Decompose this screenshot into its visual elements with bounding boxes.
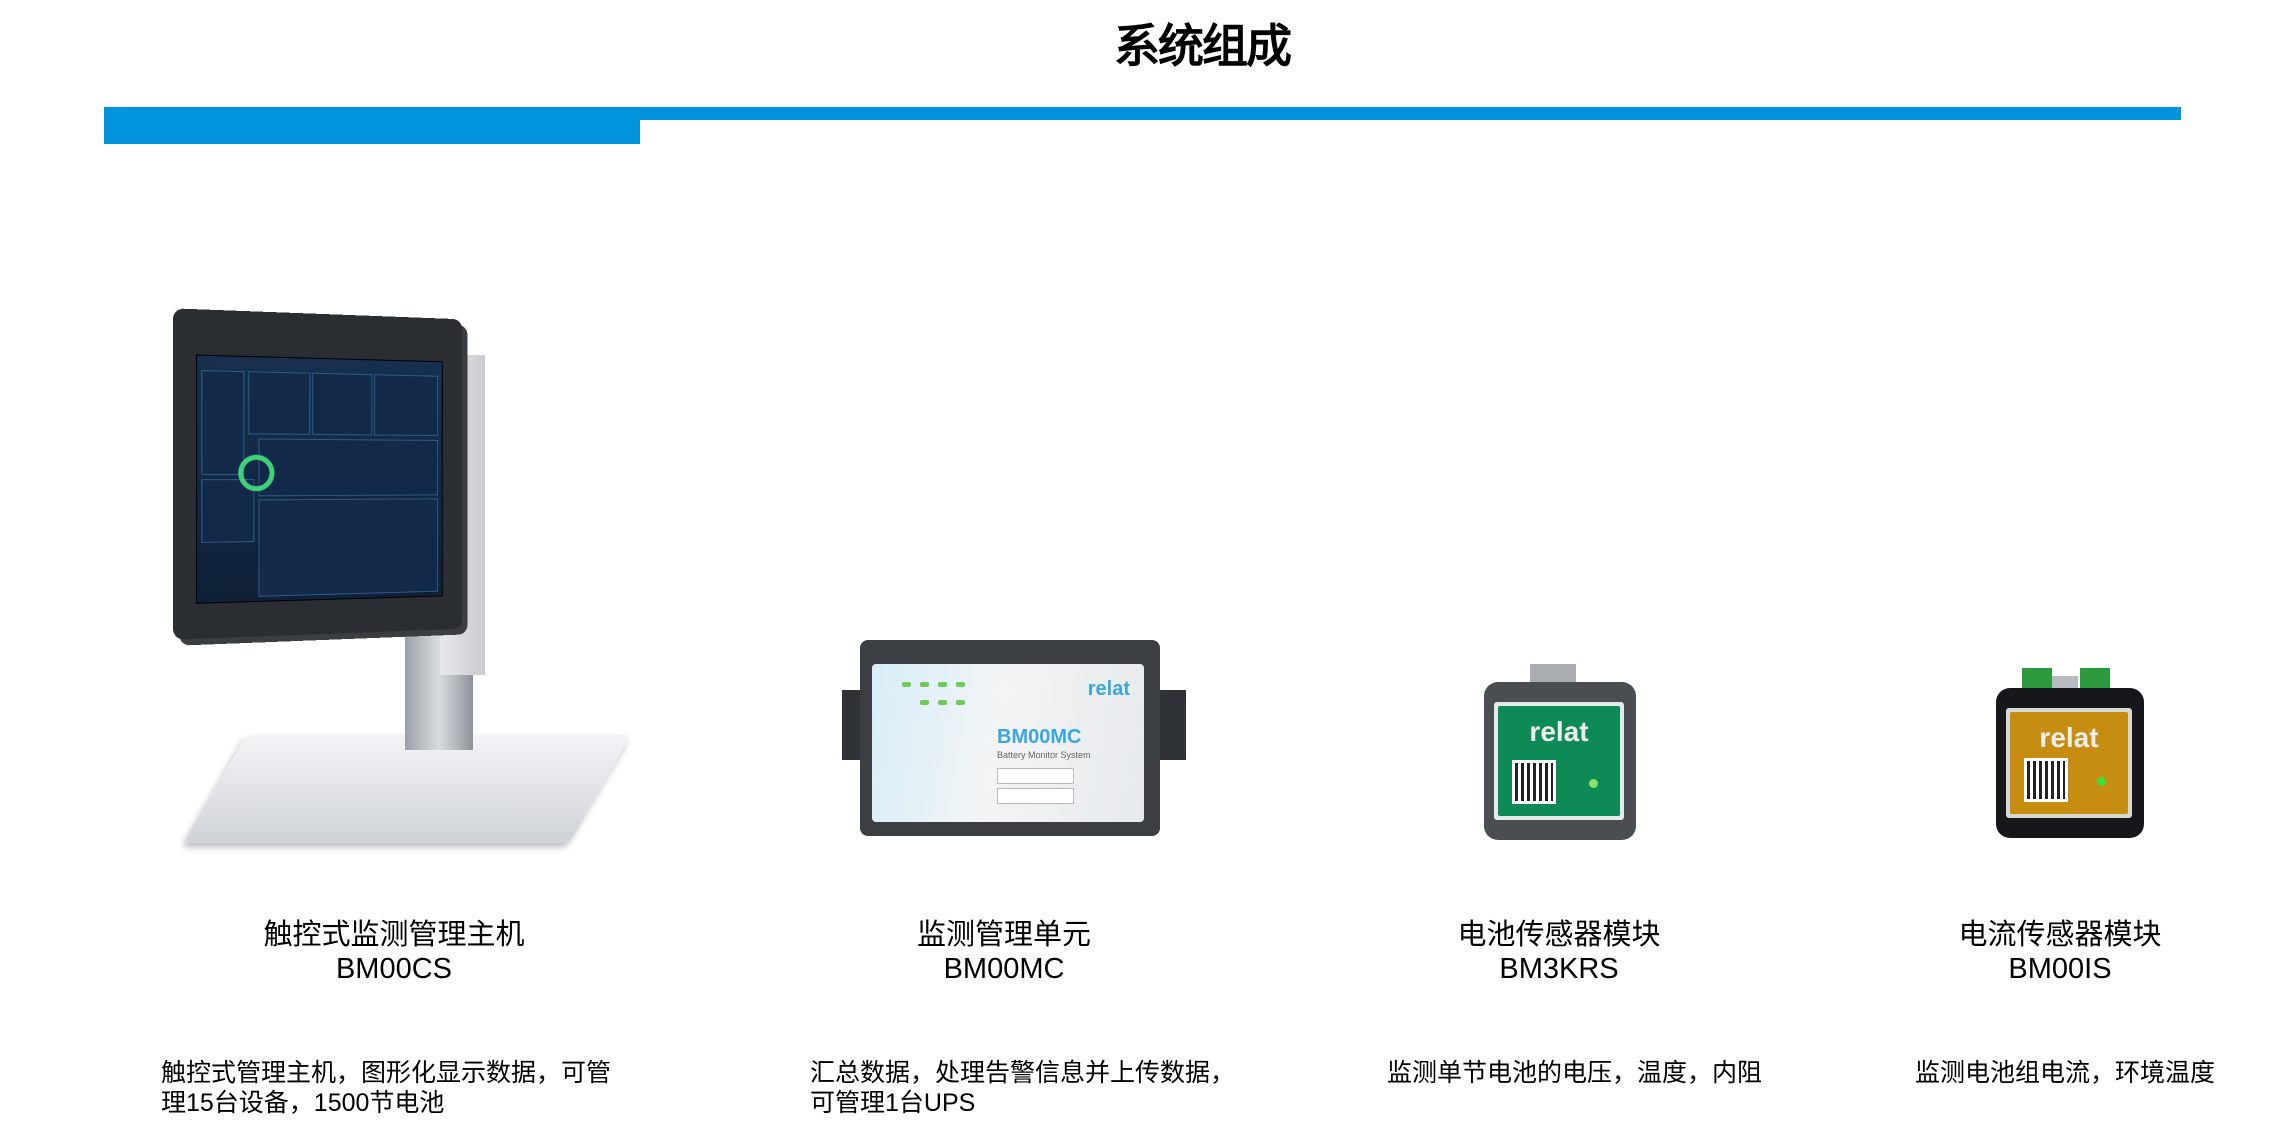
product-model: BM00IS <box>2008 953 2112 985</box>
product-name: 电流传感器模块 <box>1958 919 2162 951</box>
product-model: BM00MC <box>943 953 1065 985</box>
relat-logo: relat <box>1087 678 1130 700</box>
description-line: 汇总数据，处理告警信息并上传数据， <box>810 1059 1236 1087</box>
header-accent-bar <box>104 107 640 144</box>
product-model: BM00CS <box>335 953 453 985</box>
qr-code-icon <box>2024 758 2068 802</box>
relat-logo: relat <box>2039 722 2099 753</box>
description-line: 监测电池组电流，环境温度 <box>1915 1059 2216 1087</box>
product-description-bm00cs: 触控式管理主机，图形化显示数据，可管 理15台设备，1500节电池 <box>161 1058 611 1118</box>
qr-code-icon <box>1512 760 1556 804</box>
current-sensor-enclosure: relat <box>1996 688 2144 838</box>
mc-enclosure: relat BM00MC Battery Monitor System <box>860 640 1160 836</box>
page-title: 系统组成 <box>1114 19 1292 73</box>
product-name: 触控式监测管理主机 <box>263 919 525 951</box>
description-line: 可管理1台UPS <box>810 1089 976 1117</box>
mounting-ear-right <box>1156 690 1186 760</box>
product-name: 电池传感器模块 <box>1457 919 1661 951</box>
battery-sensor-enclosure: relat <box>1484 682 1636 840</box>
device-model-label: BM00MC <box>997 726 1082 748</box>
product-card-bm00is: 电流传感器模块 BM00IS <box>1760 918 2278 986</box>
monitor-stand-base <box>183 735 632 843</box>
status-led-icon <box>1589 779 1598 788</box>
product-description-bm00mc: 汇总数据，处理告警信息并上传数据， 可管理1台UPS <box>810 1058 1235 1118</box>
status-led-icon <box>2097 777 2106 786</box>
device-subtitle: Battery Monitor System <box>997 750 1091 760</box>
product-card-bm00mc: 监测管理单元 BM00MC <box>704 918 1304 986</box>
product-model: BM3KRS <box>1499 953 1619 985</box>
description-line: 监测单节电池的电压，温度，内阻 <box>1387 1059 1763 1087</box>
relat-logo: relat <box>1529 716 1589 747</box>
product-name: 监测管理单元 <box>916 919 1091 951</box>
product-description-bm00is: 监测电池组电流，环境温度 <box>1915 1058 2215 1088</box>
product-card-bm3krs: 电池传感器模块 BM3KRS <box>1259 918 1859 986</box>
monitor-bezel <box>173 308 463 640</box>
description-line: 理15台设备，1500节电池 <box>161 1089 445 1117</box>
product-description-bm3krs: 监测单节电池的电压，温度，内阻 <box>1387 1058 1762 1088</box>
product-card-bm00cs: 触控式监测管理主机 BM00CS <box>94 918 694 986</box>
monitor-screen <box>196 354 443 604</box>
description-line: 触控式管理主机，图形化显示数据，可管 <box>161 1059 612 1087</box>
